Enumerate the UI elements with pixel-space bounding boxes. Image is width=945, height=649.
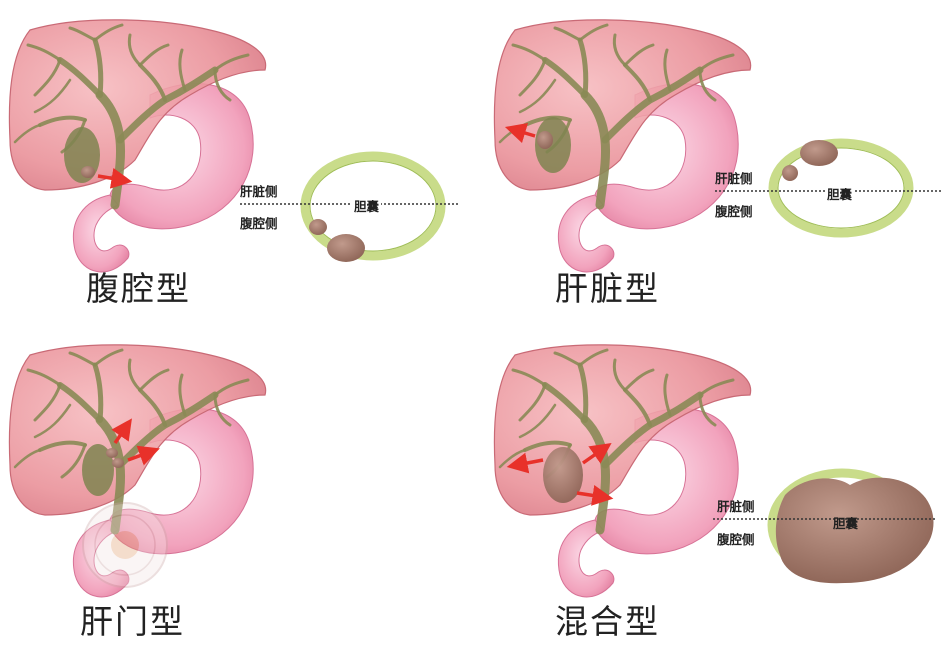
gallstone [327,234,365,262]
red-arrow-icon [127,445,160,466]
anatomy-illustration [493,19,943,273]
gallbladder-shape [535,117,571,173]
gallstone [800,140,838,166]
gallbladder-ring [768,138,914,238]
gallstone [81,166,95,178]
red-arrow-icon [97,167,133,189]
gallstone [106,448,118,458]
liver-side-label: 肝脏侧 [717,499,755,514]
liver-side-label: 肝脏侧 [715,171,753,186]
watermark-seal [82,502,168,588]
gallbladder-shape [82,444,114,496]
gallstone [782,165,798,181]
gallstone [309,219,327,235]
gallstone [537,131,553,149]
red-arrow-icon [506,452,544,474]
gallbladder-label: 胆囊 [825,184,855,203]
red-arrow-icon [576,485,614,506]
panel-title: 混合型 [555,602,660,641]
gallstone [112,458,124,468]
large-gallstone [775,477,934,584]
panel-title: 肝门型 [80,602,185,641]
panel-hilar-type: 肝门型 [0,325,472,649]
gallbladder-stone-filled [543,447,583,503]
gallbladder-ring [300,151,446,261]
abdominal-side-label: 腹腔侧 [715,204,753,219]
gallbladder-label: 胆囊 [833,516,859,531]
anatomy-illustration [8,344,267,598]
anatomy-illustration [493,344,937,598]
red-arrow-icon [111,418,132,444]
liver-side-label: 肝脏侧 [240,184,278,199]
red-arrow-icon [581,442,612,465]
abdominal-side-label: 腹腔侧 [240,216,278,231]
red-arrow-icon [504,122,536,144]
panel-mixed-type: 肝脏侧 腹腔侧 胆囊 混合型 [485,325,945,649]
panel-hepatic-type: 肝脏侧 腹腔侧 胆囊 肝脏型 [485,0,945,324]
gallbladder-label: 胆囊 [352,196,382,215]
panel-title: 肝脏型 [555,269,660,308]
abdominal-side-label: 腹腔侧 [717,532,755,547]
panel-abdominal-type: 肝脏侧 腹腔侧 胆囊 腹腔型 [0,0,472,324]
panel-title: 腹腔型 [86,269,191,308]
anatomy-illustration [8,19,458,273]
